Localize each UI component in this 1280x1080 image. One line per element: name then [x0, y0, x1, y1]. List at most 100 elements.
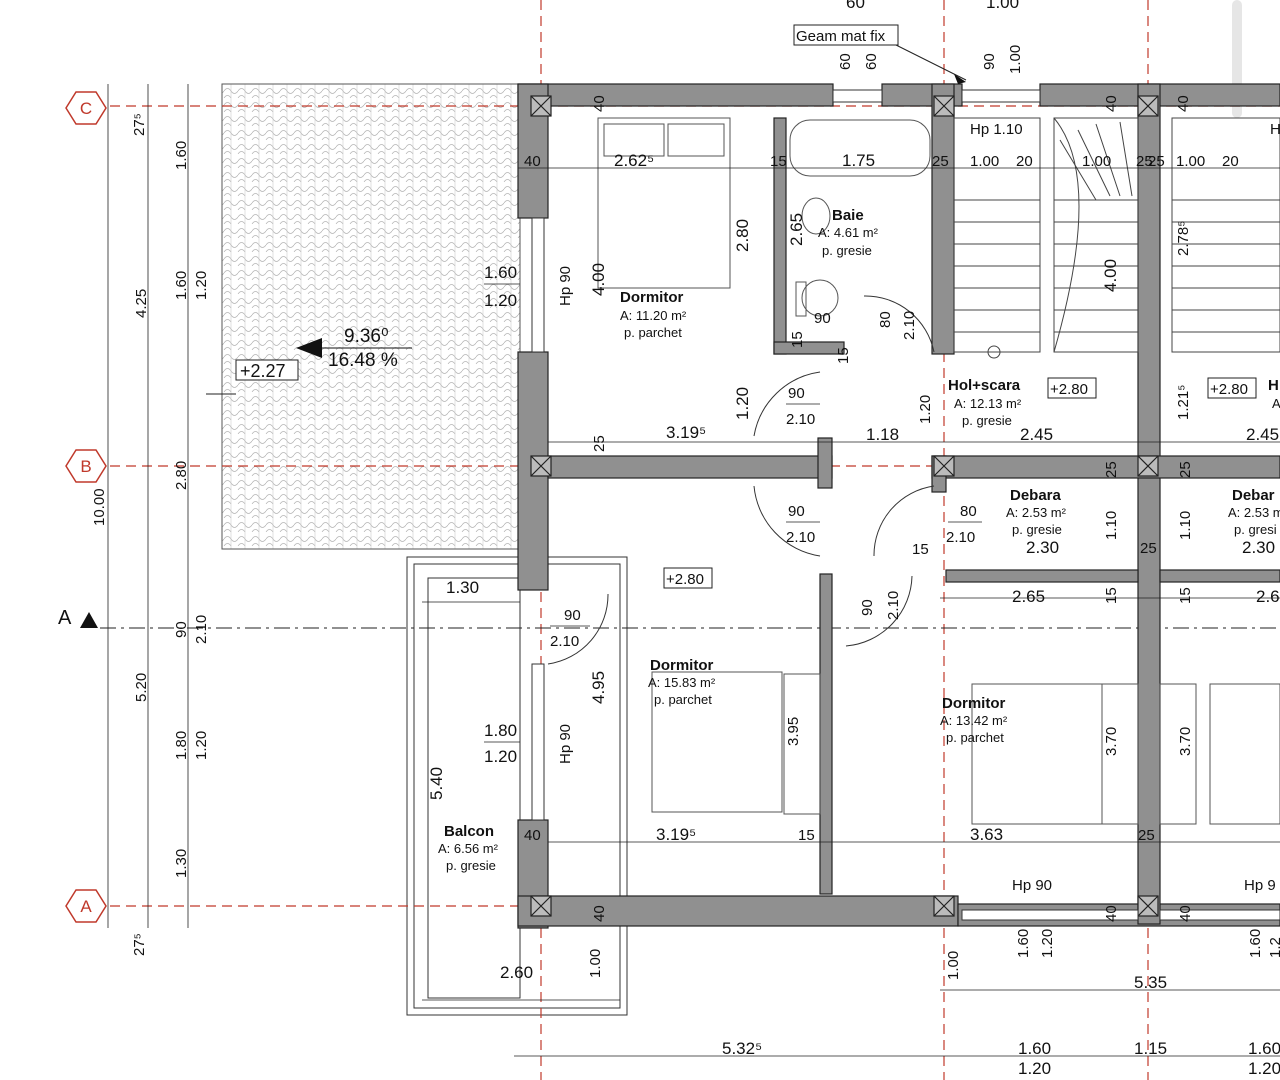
axis-label-b: B: [80, 457, 91, 476]
axis-label-c: C: [80, 99, 92, 118]
balcony-railing: [406, 556, 628, 1016]
dim-1000: 10.00: [91, 488, 108, 526]
debara2-dim-25b: 25: [1140, 540, 1157, 557]
d2-floor: p. parchet: [654, 692, 712, 707]
door4-w: 90: [859, 599, 876, 616]
axis-bubble-a: A: [65, 889, 107, 923]
dim-160b: 1.60: [173, 271, 190, 300]
bottom-dim-100: 1.00: [945, 951, 962, 980]
hol2-name: H: [1268, 377, 1279, 394]
axis-bubble-b: B: [65, 449, 107, 483]
bottom-dim-120a: 1.20: [1039, 929, 1056, 958]
debara2-dim-26: 2.6: [1256, 587, 1280, 606]
d3-dim-25: 25: [1138, 827, 1155, 844]
d2-dim-15: 15: [798, 827, 815, 844]
baie-dim-15b: 15: [835, 347, 852, 364]
win2-hp: Hp 90: [557, 724, 574, 764]
total-dim-120b: 1.20: [1248, 1059, 1280, 1078]
terrace-roof: [221, 83, 521, 550]
hol2-dim-40: 40: [1175, 95, 1192, 112]
baie-width: 1.75: [842, 151, 875, 170]
hol2-dim-25: 25: [1148, 153, 1165, 170]
geam-label: Geam mat fix: [796, 28, 886, 45]
d1-area: A: 11.20 m²: [620, 308, 687, 323]
hol-name: Hol+scara: [948, 377, 1021, 394]
section-arrow-icon: [80, 612, 98, 628]
balcon-dim-540: 5.40: [427, 767, 446, 800]
win2-width: 1.80: [484, 721, 517, 740]
slope-deg: 9.36⁰: [344, 326, 389, 347]
columns: [530, 95, 1159, 917]
top-dim-60a: 60: [837, 53, 854, 70]
d2-dim-395: 3.95: [785, 717, 802, 746]
dim-210: 2.10: [193, 615, 210, 644]
d3-floor: p. parchet: [946, 730, 1004, 745]
mid-dim-15: 15: [912, 541, 929, 558]
balcon-name: Balcon: [444, 823, 494, 840]
bottom-hp90b: Hp 9: [1244, 877, 1276, 894]
baie-door-w2: 80: [877, 311, 894, 328]
d1-dim-40: 40: [524, 153, 541, 170]
scrollbar[interactable]: [1232, 0, 1242, 118]
bottom-hp90a: Hp 90: [1012, 877, 1052, 894]
door3-h: 2.10: [946, 529, 975, 546]
d2-door-w: 90: [564, 607, 581, 624]
hol-dim-100b: 1.00: [1082, 153, 1111, 170]
balcon-dim-130: 1.30: [446, 578, 479, 597]
hol-dim-40: 40: [1103, 95, 1120, 112]
debara-dim-110: 1.10: [1103, 511, 1120, 540]
terrace-level: +2.27: [240, 361, 286, 381]
dim-275-bot: 27⁵: [131, 933, 148, 956]
bottom-dim-160a: 1.60: [1015, 929, 1032, 958]
hol-floor: p. gresie: [962, 413, 1012, 428]
d3-height: 3.70: [1103, 727, 1120, 756]
hol-dim-120: 1.20: [917, 395, 934, 424]
top-dim-100: 1.00: [986, 0, 1019, 12]
bottom-dim-40b: 40: [1103, 905, 1120, 922]
hol2-hp: Hp: [1270, 121, 1280, 138]
door3-w: 80: [960, 503, 977, 520]
win1-hp: Hp 90: [557, 266, 574, 306]
hol-area: A: 12.13 m²: [954, 396, 1022, 411]
door1-w: 90: [788, 385, 805, 402]
d2-height: 4.95: [589, 671, 608, 704]
hol-hp: Hp 1.10: [970, 121, 1023, 138]
leader-arrow-icon: [954, 74, 966, 84]
top-dim-60: 60: [846, 0, 865, 12]
debara-width: 2.30: [1026, 538, 1059, 557]
balcon-area: A: 6.56 m²: [438, 841, 499, 856]
bottom-dim-12: 1.2: [1267, 937, 1280, 958]
hol-width: 2.45: [1020, 425, 1053, 444]
axis-label-a: A: [80, 897, 92, 916]
debara-dim-15: 15: [1103, 587, 1120, 604]
debara2-dim-110: 1.10: [1177, 511, 1194, 540]
baie-floor: p. gresie: [822, 243, 872, 258]
hol2-dim-121: 1.21⁵: [1175, 385, 1192, 420]
debara2-floor: p. gresi: [1234, 522, 1277, 537]
balcon-dim-260: 2.60: [500, 963, 533, 982]
total-dim-120: 1.20: [1018, 1059, 1051, 1078]
debara-name: Debara: [1010, 487, 1062, 504]
top-dim-60b: 60: [863, 53, 880, 70]
slope-pct: 16.48 %: [328, 350, 398, 371]
hol2-width: 2.45: [1246, 425, 1279, 444]
hol-dim-400: 4.00: [1101, 259, 1120, 292]
walls: [517, 83, 1280, 929]
win1-height: 1.20: [484, 291, 517, 310]
win1-width: 1.60: [484, 263, 517, 282]
debara2-width: 2.30: [1242, 538, 1275, 557]
d2-area: A: 15.83 m²: [648, 675, 716, 690]
total-dim-160: 1.60: [1018, 1039, 1051, 1058]
d2-width: 3.19⁵: [656, 825, 696, 844]
d1-dim-120: 1.20: [733, 387, 752, 420]
hol2-dim-278: 2.78⁵: [1175, 221, 1192, 256]
debara2-dim-15: 15: [1177, 587, 1194, 604]
dim-280: 2.80: [173, 461, 190, 490]
door-swings: [547, 295, 935, 665]
d3-name: Dormitor: [942, 695, 1005, 712]
d3-width: 3.63: [970, 825, 1003, 844]
dim-160a: 1.60: [173, 141, 190, 170]
door2-h: 2.10: [786, 529, 815, 546]
dim-520: 5.20: [133, 673, 150, 702]
